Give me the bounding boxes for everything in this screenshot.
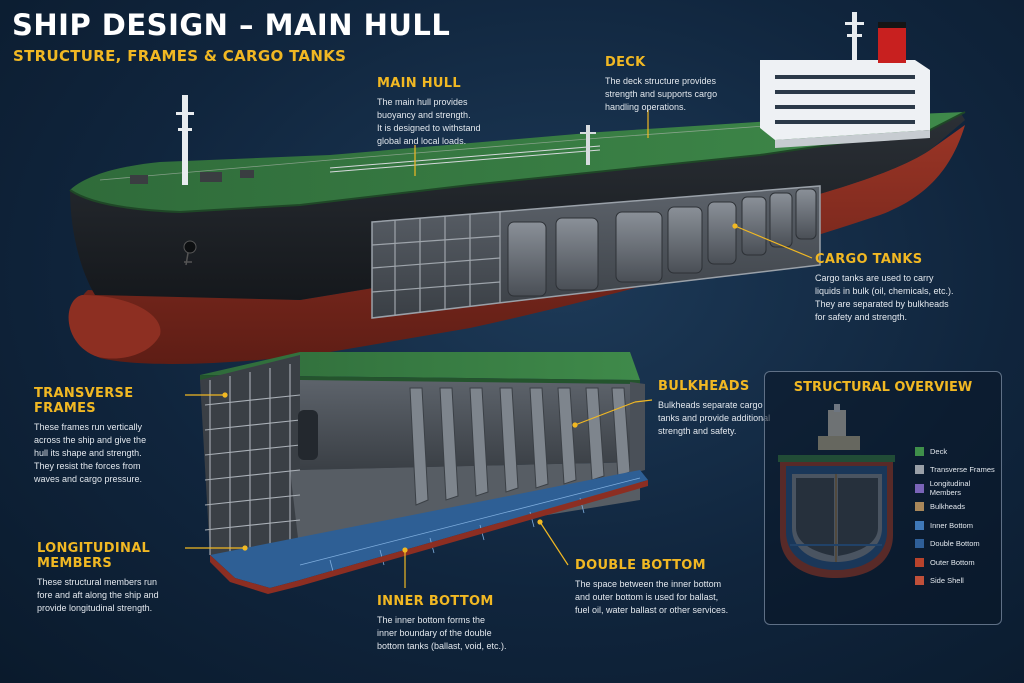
callout-main-hull-title: MAIN HULL: [377, 76, 461, 91]
callout-cargo-tanks: CARGO TANKS Cargo tanks are used to carr…: [815, 252, 1015, 324]
callout-bulkheads: BULKHEADS Bulkheads separate cargo tanks…: [658, 379, 808, 438]
legend-label: Bulkheads: [930, 502, 966, 512]
legend-label: Side Shell: [930, 576, 964, 586]
callout-transverse-frames: TRANSVERSE FRAMES These frames run verti…: [34, 386, 194, 486]
callout-deck: DECK The deck structure provides strengt…: [605, 55, 765, 114]
callout-longitudinal-members-text: These structural members run fore and af…: [37, 577, 159, 613]
page-title: SHIP DESIGN – MAIN HULL: [12, 8, 451, 42]
legend-item: Outer Bottom: [915, 553, 1001, 572]
legend-label: Deck: [930, 446, 948, 456]
page-subtitle: STRUCTURE, FRAMES & CARGO TANKS: [13, 47, 347, 65]
callout-bulkheads-title: BULKHEADS: [658, 379, 750, 394]
legend-label: Outer Bottom: [930, 557, 975, 567]
callout-double-bottom-text: The space between the inner bottom and o…: [575, 579, 729, 615]
callout-transverse-frames-text: These frames run vertically across the s…: [34, 422, 147, 484]
leader-lines: [185, 110, 813, 588]
callout-inner-bottom-title: INNER BOTTOM: [377, 594, 494, 609]
legend-item: Inner Bottom: [915, 516, 1001, 535]
legend-label: Longitudinal Members: [929, 479, 971, 498]
callout-longitudinal-members-title: LONGITUDINAL MEMBERS: [37, 541, 151, 571]
legend-item: Bulkheads: [915, 498, 1001, 517]
callout-main-hull-text: The main hull provides buoyancy and stre…: [377, 97, 481, 146]
callout-deck-text: The deck structure provides strength and…: [605, 76, 718, 112]
callout-double-bottom: DOUBLE BOTTOM The space between the inne…: [575, 558, 755, 617]
callout-inner-bottom-text: The inner bottom forms the inner boundar…: [377, 615, 507, 651]
callout-bulkheads-text: Bulkheads separate cargo tanks and provi…: [658, 400, 771, 436]
callout-deck-title: DECK: [605, 55, 646, 70]
callout-main-hull: MAIN HULL The main hull provides buoyanc…: [377, 76, 537, 148]
callout-transverse-frames-title: TRANSVERSE FRAMES: [34, 386, 134, 416]
legend-item: Side Shell: [915, 572, 1001, 591]
callout-inner-bottom: INNER BOTTOM The inner bottom forms the …: [377, 594, 547, 653]
legend-label: Transverse Frames: [930, 465, 995, 475]
legend-item: Deck: [915, 442, 1001, 461]
callout-longitudinal-members: LONGITUDINAL MEMBERS These structural me…: [37, 541, 207, 615]
legend-swatch: [915, 483, 924, 493]
legend-swatch: [915, 446, 924, 456]
legend-label: Double Bottom: [930, 539, 980, 549]
legend-item: Double Bottom: [915, 535, 1001, 554]
legend-swatch: [915, 557, 924, 567]
legend-label: Inner Bottom: [930, 520, 973, 530]
legend-item: Transverse Frames: [915, 461, 1001, 480]
hull-section-cutaway: [200, 352, 648, 594]
legend-swatch: [915, 576, 924, 586]
legend-swatch: [915, 502, 924, 512]
callout-double-bottom-title: DOUBLE BOTTOM: [575, 558, 706, 573]
callout-cargo-tanks-title: CARGO TANKS: [815, 252, 923, 267]
main-ship: [68, 12, 966, 365]
legend-swatch: [915, 465, 924, 475]
legend-swatch: [915, 539, 924, 549]
legend-item: Longitudinal Members: [915, 479, 1001, 498]
callout-cargo-tanks-text: Cargo tanks are used to carry liquids in…: [815, 273, 954, 322]
legend-swatch: [915, 520, 924, 530]
structural-overview-title: STRUCTURAL OVERVIEW: [793, 380, 973, 395]
